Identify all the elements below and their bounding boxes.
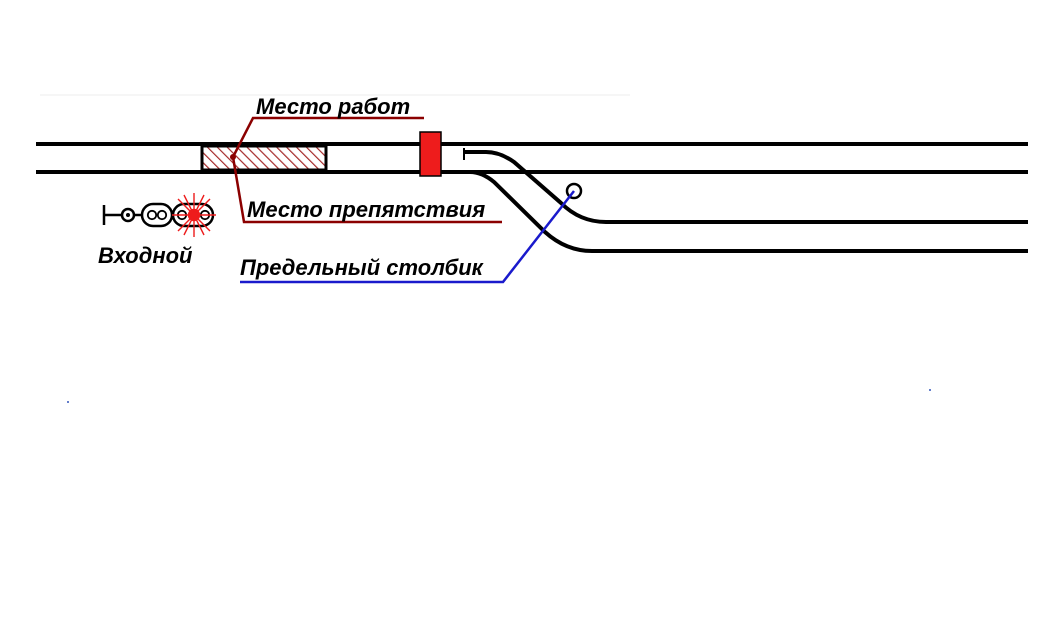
entry-signal-label: Входной [98, 243, 193, 268]
scan-speck [67, 401, 69, 403]
obstruction-site-label: Место препятствия [247, 197, 485, 222]
stop-barrier-icon [419, 131, 442, 177]
diverging-track-rail-top [463, 150, 1028, 224]
work-site-label: Место работ [256, 94, 410, 119]
diverging-track [463, 150, 1028, 253]
main-track [36, 142, 1028, 174]
work-site-leader [231, 116, 424, 158]
diverging-track-rail-bottom [469, 170, 1028, 253]
scan-speck [929, 389, 931, 391]
obstruction-leader [231, 156, 502, 224]
clearance-post-leader [240, 190, 575, 284]
clearance-post-label: Предельный столбик [240, 255, 485, 280]
work-zone [200, 144, 328, 172]
signal-glow-rays [172, 193, 216, 237]
